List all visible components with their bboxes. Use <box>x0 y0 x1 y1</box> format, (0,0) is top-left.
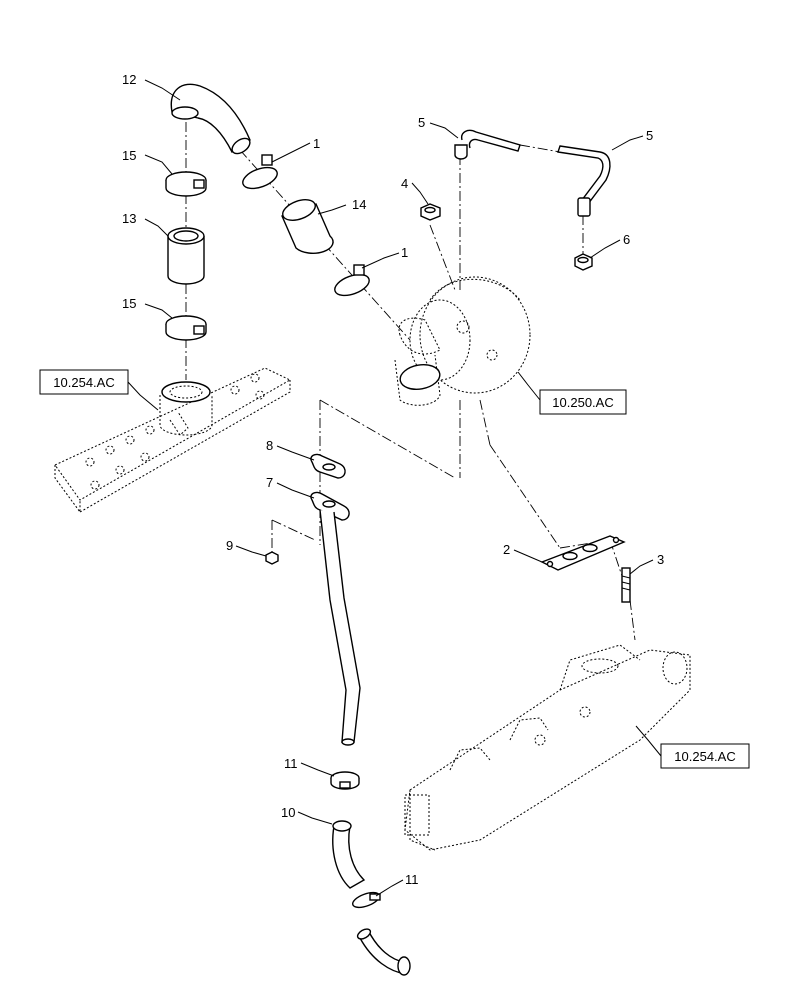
intake-manifold <box>54 367 292 514</box>
ref-box-exhaust-manifold[interactable]: 10.254.AC <box>660 743 750 769</box>
callout-14[interactable]: 14 <box>352 197 366 212</box>
turbocharger <box>394 276 531 406</box>
callout-2[interactable]: 2 <box>503 542 510 557</box>
callout-1-upper[interactable]: 1 <box>313 136 320 151</box>
callout-1-lower[interactable]: 1 <box>401 245 408 260</box>
ref-box-intake-manifold[interactable]: 10.254.AC <box>39 369 129 395</box>
oil-line-5-block-end[interactable] <box>557 145 611 217</box>
coupling-hose-14[interactable] <box>280 196 334 254</box>
ref-label-intake-manifold: 10.254.AC <box>53 375 114 390</box>
callout-15-lower[interactable]: 15 <box>122 296 136 311</box>
hose-clamp-11-lower[interactable] <box>351 890 381 911</box>
callout-4[interactable]: 4 <box>401 176 408 191</box>
callout-15-upper[interactable]: 15 <box>122 148 136 163</box>
callout-5-right[interactable]: 5 <box>646 128 653 143</box>
callout-11-lower[interactable]: 11 <box>405 872 419 887</box>
fitting-6[interactable] <box>574 253 593 271</box>
callout-8[interactable]: 8 <box>266 438 273 453</box>
hose-clamp-11-upper[interactable] <box>330 771 360 790</box>
gasket-8[interactable] <box>310 453 346 479</box>
hose-clamp-15-lower[interactable] <box>165 315 207 341</box>
exhaust-gasket-2[interactable] <box>540 535 626 571</box>
hose-clamp-1-lower[interactable] <box>332 264 372 300</box>
hose-sleeve-13[interactable] <box>167 227 205 285</box>
callout-12[interactable]: 12 <box>122 72 136 87</box>
callout-10[interactable]: 10 <box>281 805 295 820</box>
callout-7[interactable]: 7 <box>266 475 273 490</box>
callout-leaders <box>127 79 662 897</box>
callout-3[interactable]: 3 <box>657 552 664 567</box>
hose-clamp-1-upper[interactable] <box>240 154 280 193</box>
ref-label-exhaust-manifold: 10.254.AC <box>674 749 735 764</box>
callout-11-upper[interactable]: 11 <box>284 756 298 771</box>
hose-clamp-15-upper[interactable] <box>165 171 207 197</box>
callout-numbers: 12 15 13 15 1 14 1 4 5 5 6 8 7 9 2 3 11 … <box>122 72 664 887</box>
bolt-9[interactable] <box>265 551 279 565</box>
exhaust-manifold <box>404 644 691 851</box>
ref-box-turbocharger[interactable]: 10.250.AC <box>539 389 627 415</box>
elbow-hose-12[interactable] <box>170 83 252 156</box>
stud-3[interactable] <box>621 567 631 603</box>
oil-drain-tube-7[interactable] <box>310 491 361 746</box>
callout-9[interactable]: 9 <box>226 538 233 553</box>
oil-line-5-turbo-end[interactable] <box>454 129 521 160</box>
callout-6[interactable]: 6 <box>623 232 630 247</box>
nut-4[interactable] <box>420 203 441 221</box>
callout-13[interactable]: 13 <box>122 211 136 226</box>
ref-label-turbocharger: 10.250.AC <box>552 395 613 410</box>
oil-return-elbow <box>356 928 411 976</box>
callout-5-left[interactable]: 5 <box>418 115 425 130</box>
drain-hose-10[interactable] <box>332 820 366 889</box>
